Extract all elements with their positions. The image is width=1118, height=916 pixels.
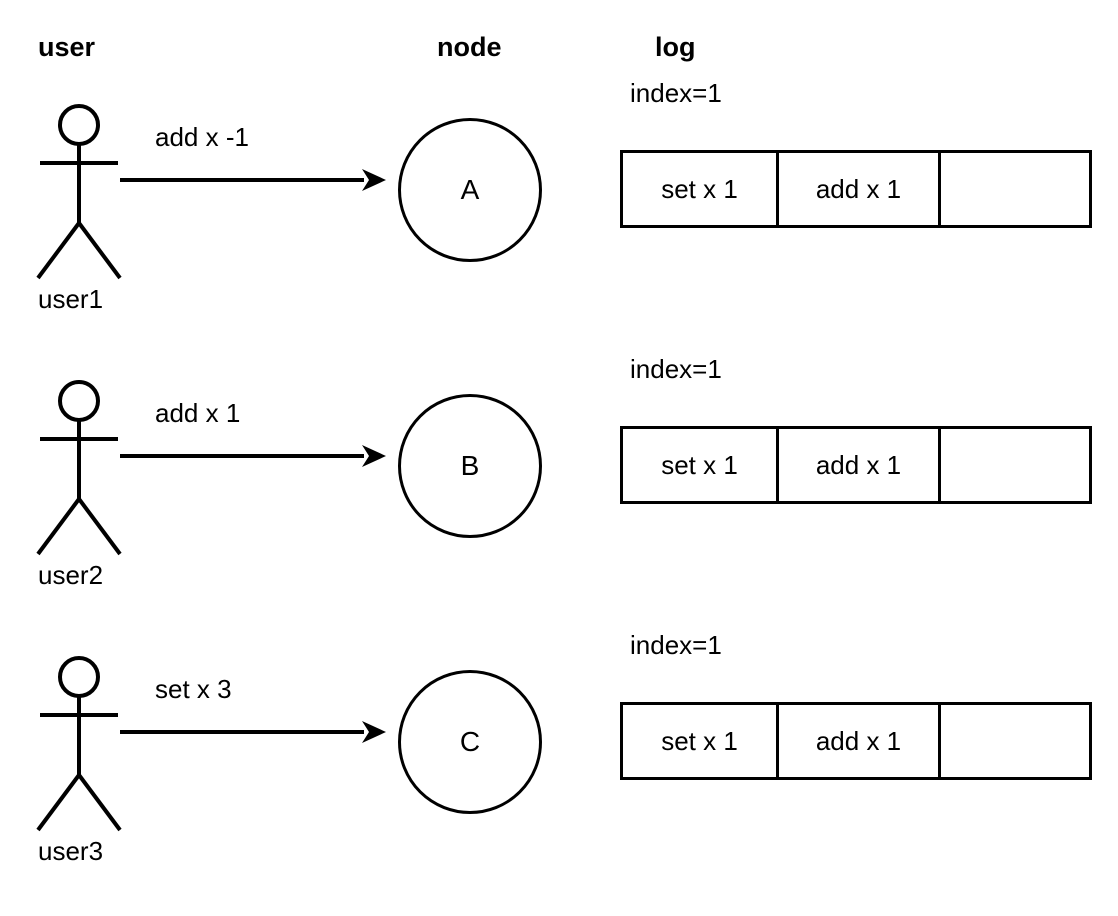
log-table: set x 1 add x 1 — [620, 702, 1092, 780]
message-label: set x 3 — [155, 674, 232, 704]
actor-label: user3 — [38, 836, 104, 866]
log-index-label: index=1 — [630, 630, 722, 660]
actor-label: user2 — [38, 560, 104, 590]
log-entry-cell-empty — [941, 153, 1089, 225]
log-index-label: index=1 — [630, 78, 722, 108]
node-label: C — [459, 726, 481, 757]
diagram-row: user2 add x 1 B index=1 set x 1 add x 1 — [0, 356, 1118, 648]
message-label: add x 1 — [155, 398, 241, 428]
log-table: set x 1 add x 1 — [620, 150, 1092, 228]
log-index-label: index=1 — [630, 354, 722, 384]
log-table: set x 1 add x 1 — [620, 426, 1092, 504]
column-header-node: node — [437, 32, 502, 62]
stick-figure-icon — [36, 104, 122, 280]
diagram-row: user1 add x -1 A index=1 set x 1 add x 1 — [0, 80, 1118, 372]
message-arrow-icon — [120, 445, 386, 467]
log-entry-cell: set x 1 — [623, 705, 779, 777]
node-label: A — [460, 174, 480, 205]
log-entry-cell-empty — [941, 705, 1089, 777]
column-header-log: log — [655, 32, 696, 62]
stick-figure-icon — [36, 656, 122, 832]
log-entry-cell: add x 1 — [779, 153, 941, 225]
log-entry-cell-empty — [941, 429, 1089, 501]
message-arrow-icon — [120, 721, 386, 743]
node-circle: B — [398, 394, 542, 538]
log-entry-cell: add x 1 — [779, 429, 941, 501]
log-entry-cell: set x 1 — [623, 429, 779, 501]
node-label: B — [460, 450, 480, 481]
actor-label: user1 — [38, 284, 104, 314]
node-circle: A — [398, 118, 542, 262]
message-label: add x -1 — [155, 122, 249, 152]
diagram-row: user3 set x 3 C index=1 set x 1 add x 1 — [0, 632, 1118, 916]
node-circle: C — [398, 670, 542, 814]
message-arrow-icon — [120, 169, 386, 191]
column-header-user: user — [38, 32, 96, 62]
stick-figure-icon — [36, 380, 122, 556]
log-entry-cell: add x 1 — [779, 705, 941, 777]
log-entry-cell: set x 1 — [623, 153, 779, 225]
